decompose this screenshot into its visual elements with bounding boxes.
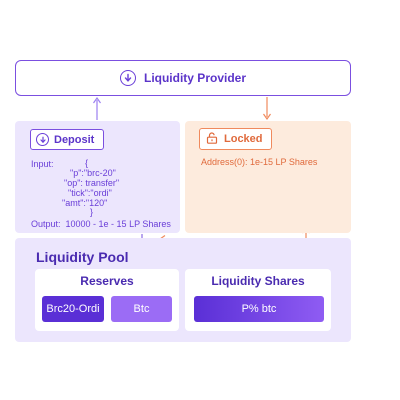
locked-address-text: Address(0): 1e-15 LP Shares: [201, 157, 318, 167]
locked-label: Locked: [224, 133, 263, 145]
deposit-json-line: "op": transfer": [64, 178, 120, 188]
liquidity-pool-title: Liquidity Pool: [36, 249, 129, 265]
deposit-json-line: "tick":"ordi": [68, 188, 112, 198]
provider-to-locked-arrowhead: [263, 113, 271, 121]
unlock-icon: [206, 131, 218, 147]
reserve-chip-btc: Btc: [111, 296, 172, 322]
liquidity-provider-label: Liquidity Provider: [143, 71, 246, 85]
reserve-chip-ordi: Brc20-Ordi: [42, 296, 104, 322]
shares-chip-btc: P% btc: [194, 296, 324, 322]
download-circle-icon: [119, 70, 136, 86]
deposit-json-line: "p":"brc-20": [70, 168, 116, 178]
liquidity-provider-box: Liquidity Provider: [15, 60, 351, 96]
locked-badge: Locked: [199, 128, 272, 150]
download-circle-icon: [36, 133, 49, 146]
deposit-output-text: Output: 10000 - 1e - 15 LP Shares: [31, 219, 171, 229]
deposit-badge: Deposit: [30, 129, 104, 150]
deposit-to-provider-arrowhead: [93, 96, 101, 104]
deposit-input-label: Input:: [31, 159, 54, 169]
reserves-title: Reserves: [80, 274, 134, 288]
deposit-json-line: "amt":"120": [62, 198, 108, 208]
liquidity-shares-title: Liquidity Shares: [211, 274, 305, 288]
deposit-json-line: }: [90, 207, 94, 217]
deposit-json-line: {: [85, 158, 89, 168]
deposit-label: Deposit: [54, 133, 95, 146]
